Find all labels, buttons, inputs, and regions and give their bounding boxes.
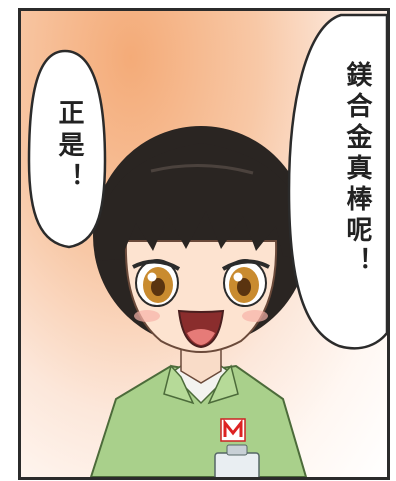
speech-bubble-right xyxy=(287,13,387,350)
hair-shine xyxy=(150,163,254,175)
name-badge xyxy=(214,444,260,477)
character xyxy=(89,126,309,477)
right-eye xyxy=(221,259,270,307)
speech-bubble-left xyxy=(27,49,107,249)
panel-artwork xyxy=(27,13,387,477)
white-shirt xyxy=(169,365,233,405)
right-collar xyxy=(207,364,239,405)
left-collar xyxy=(163,364,195,405)
hair-bangs xyxy=(95,143,308,261)
comic-panel: 正是！ 鎂合金真棒呢！ xyxy=(18,8,390,480)
left-blush xyxy=(134,310,160,322)
right-blush xyxy=(242,310,268,322)
company-logo-icon xyxy=(220,418,246,442)
speech-text-right: 鎂合金真棒呢！ xyxy=(342,61,372,278)
left-eye xyxy=(132,259,181,307)
tongue xyxy=(187,329,215,345)
speech-text-left: 正是！ xyxy=(54,99,84,195)
